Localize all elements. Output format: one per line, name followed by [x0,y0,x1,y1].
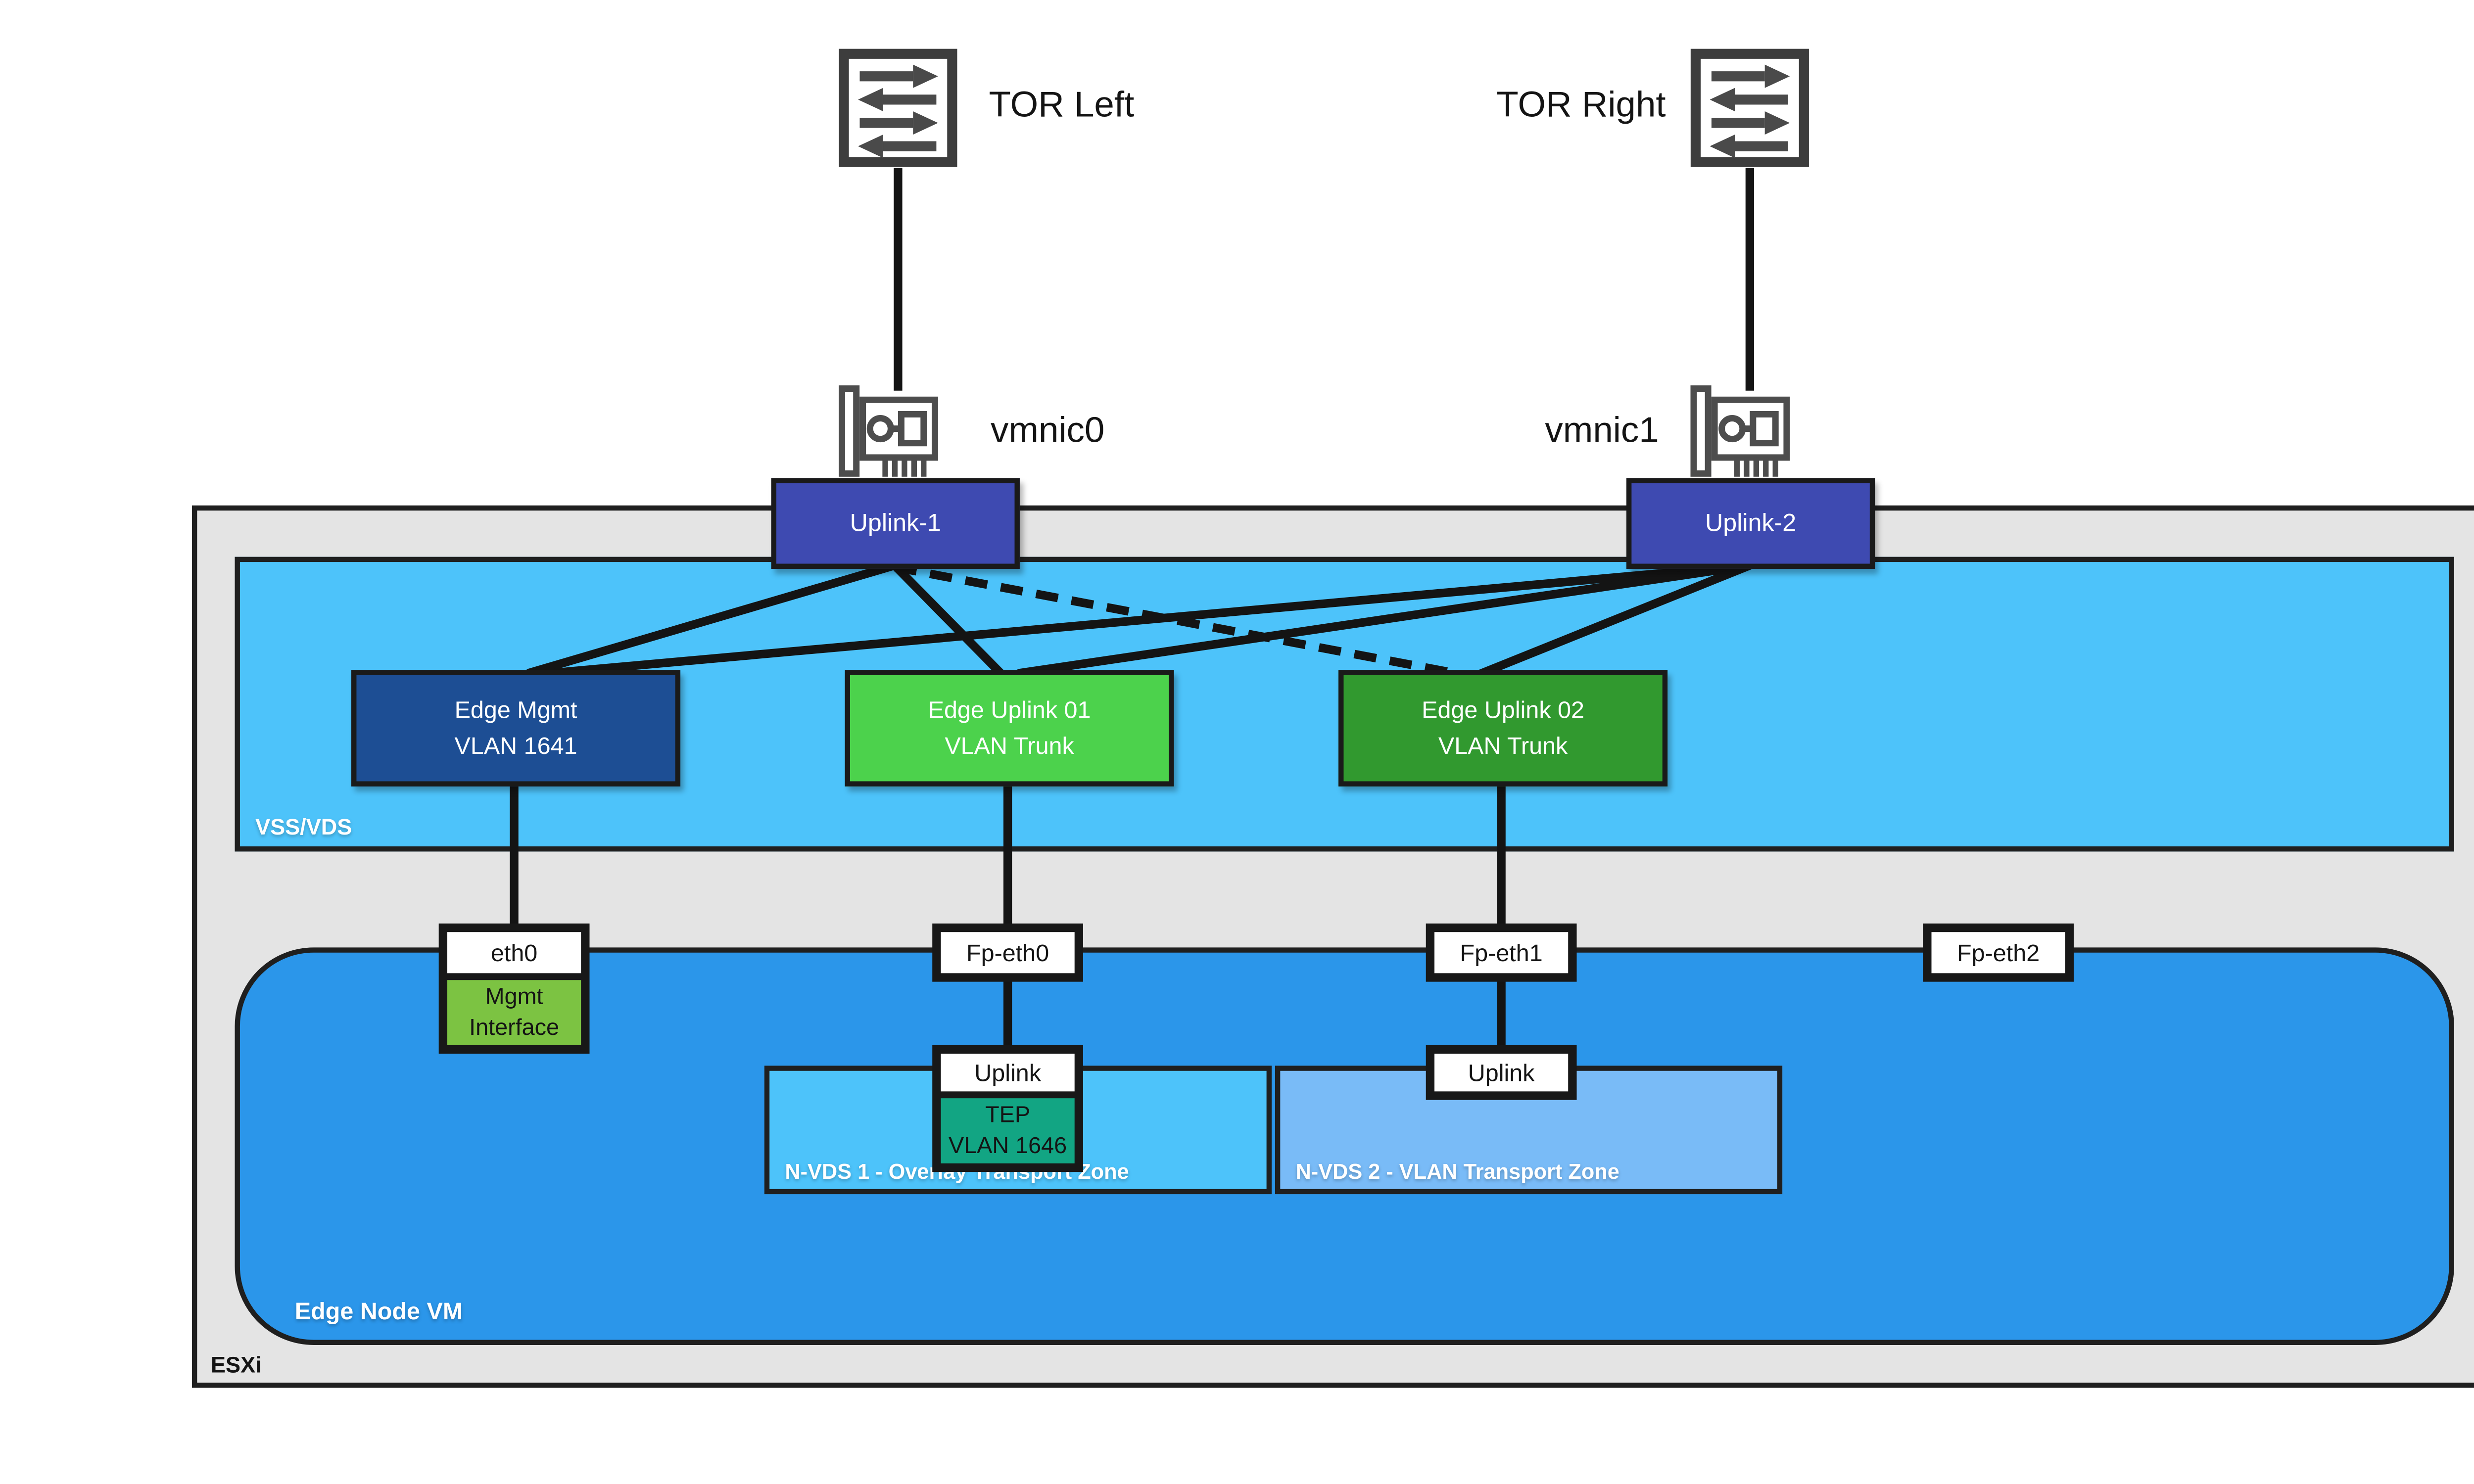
uplink-2-box: Uplink-2 [1626,478,1875,569]
uplink-1-label: Uplink-1 [850,510,941,537]
tep-box: TEP VLAN 1646 [941,1098,1075,1163]
eth0-port: eth0 [447,932,581,974]
mgmt-interface-box: Mgmt Interface [447,980,581,1045]
tor-left-label: TOR Left [989,86,1135,125]
nvds2-uplink-frame: Uplink [1426,1045,1577,1100]
tep-line2: VLAN 1646 [949,1132,1067,1159]
tor-left-switch-icon [838,48,958,168]
tep-line1: TEP [985,1102,1031,1128]
vss-vds-label: VSS/VDS [255,814,352,840]
edge-uplink02-portgroup: Edge Uplink 02 VLAN Trunk [1338,670,1668,787]
edge-uplink01-vlan: VLAN Trunk [945,731,1074,759]
fp-eth0-port: Fp-eth0 [941,932,1075,974]
esxi-label: ESXi [211,1351,262,1378]
edge-mgmt-portgroup: Edge Mgmt VLAN 1641 [351,670,681,787]
eth0-port-frame: eth0 Mgmt Interface [438,923,590,1054]
vmnic0-label: vmnic0 [990,411,1105,451]
fp-eth1-port-frame: Fp-eth1 [1426,923,1577,982]
edge-mgmt-name: Edge Mgmt [454,696,577,723]
fp-eth2-port-frame: Fp-eth2 [1923,923,2074,982]
fp-eth2-port: Fp-eth2 [1931,932,2065,974]
edge-uplink01-portgroup: Edge Uplink 01 VLAN Trunk [845,670,1174,787]
nvds1-uplink-port: Uplink [941,1054,1075,1092]
uplink-2-label: Uplink-2 [1705,510,1797,537]
edge-uplink01-name: Edge Uplink 01 [928,696,1091,723]
edge-node-vm-label: Edge Node VM [294,1297,463,1325]
edge-mgmt-vlan: VLAN 1641 [454,731,577,759]
edge-uplink02-vlan: VLAN Trunk [1438,731,1568,759]
vmnic0-nic-icon [833,384,963,483]
nvds2-label: N-VDS 2 - VLAN Transport Zone [1295,1159,1619,1184]
vmnic1-label: vmnic1 [1545,411,1659,451]
fp-eth0-port-frame: Fp-eth0 [932,923,1084,982]
tor-right-switch-icon [1690,48,1809,168]
edge-uplink02-name: Edge Uplink 02 [1422,696,1585,723]
mgmt-interface-line2: Interface [469,1014,560,1040]
mgmt-interface-line1: Mgmt [485,983,543,1010]
nvds1-uplink-frame: Uplink TEP VLAN 1646 [932,1045,1084,1172]
nvds2-uplink-port: Uplink [1434,1054,1569,1092]
uplink-1-box: Uplink-1 [771,478,1020,569]
tor-right-label: TOR Right [1496,86,1666,125]
vmnic1-nic-icon [1685,384,1815,483]
fp-eth1-port: Fp-eth1 [1434,932,1569,974]
